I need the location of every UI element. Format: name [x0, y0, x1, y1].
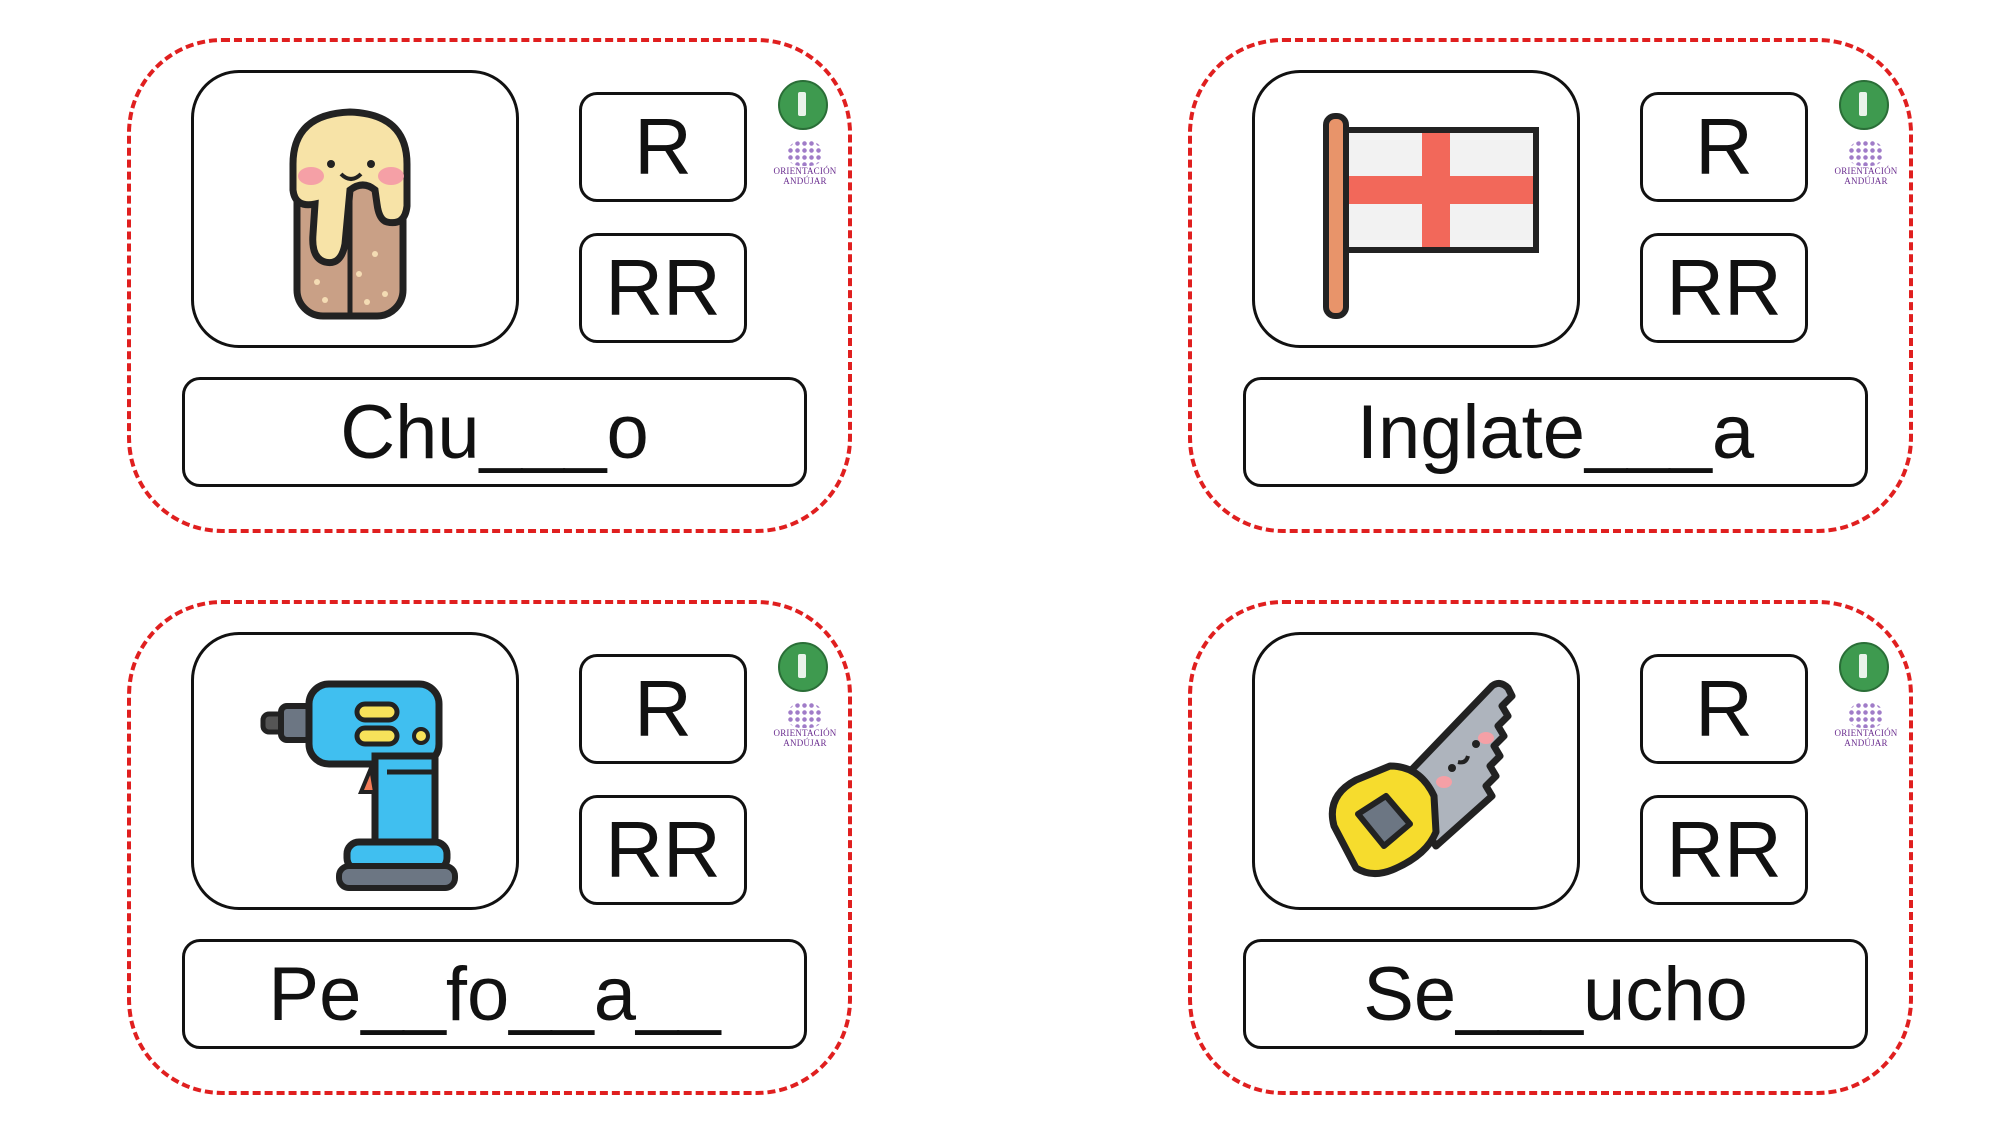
- word-blank: Inglate___a: [1243, 377, 1868, 487]
- option-rr-box[interactable]: RR: [1640, 795, 1808, 905]
- drill-icon: [260, 680, 458, 891]
- orientacion-logo: ORIENTACIÓN ANDÚJAR: [1826, 140, 1906, 186]
- churro-icon: [289, 108, 411, 320]
- orientacion-logo: ORIENTACIÓN ANDÚJAR: [1826, 702, 1906, 748]
- logo-text: ORIENTACIÓN ANDÚJAR: [1834, 728, 1898, 748]
- orientacion-logo: ORIENTACIÓN ANDÚJAR: [765, 702, 845, 748]
- green-logo-icon: [778, 642, 828, 692]
- green-logo-icon: [778, 80, 828, 130]
- option-r-box[interactable]: R: [1640, 654, 1808, 764]
- word-blank: Se___ucho: [1243, 939, 1868, 1049]
- card-perforadora: R RR Pe__fo__a__ ORIENTACIÓN ANDÚJAR: [127, 600, 852, 1095]
- picture-frame: [1252, 70, 1580, 348]
- logo-text: ORIENTACIÓN ANDÚJAR: [773, 166, 837, 186]
- card-serrucho: R RR Se___ucho ORIENTACIÓN ANDÚJAR: [1188, 600, 1913, 1095]
- england-flag-icon: [1323, 113, 1539, 319]
- saw-icon: [1328, 679, 1516, 877]
- card-inglaterra: R RR Inglate___a ORIENTACIÓN ANDÚJAR: [1188, 38, 1913, 533]
- picture-frame: [1252, 632, 1580, 910]
- option-rr-box[interactable]: RR: [579, 795, 747, 905]
- logo-text: ORIENTACIÓN ANDÚJAR: [773, 728, 837, 748]
- option-rr-box[interactable]: RR: [579, 233, 747, 343]
- option-r-box[interactable]: R: [1640, 92, 1808, 202]
- word-blank: Chu___o: [182, 377, 807, 487]
- card-churro: R RR Chu___o ORIENTACIÓN ANDÚJAR: [127, 38, 852, 533]
- orientacion-logo: ORIENTACIÓN ANDÚJAR: [765, 140, 845, 186]
- word-blank: Pe__fo__a__: [182, 939, 807, 1049]
- green-logo-icon: [1839, 642, 1889, 692]
- logo-text: ORIENTACIÓN ANDÚJAR: [1834, 166, 1898, 186]
- green-logo-icon: [1839, 80, 1889, 130]
- picture-frame: [191, 70, 519, 348]
- option-rr-box[interactable]: RR: [1640, 233, 1808, 343]
- option-r-box[interactable]: R: [579, 92, 747, 202]
- option-r-box[interactable]: R: [579, 654, 747, 764]
- picture-frame: [191, 632, 519, 910]
